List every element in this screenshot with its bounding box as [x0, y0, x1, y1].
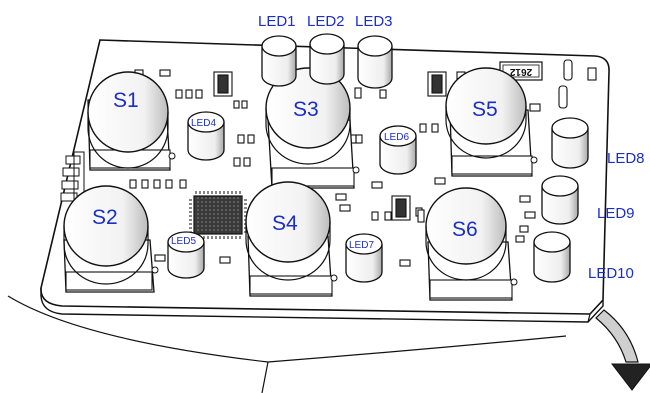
label-led4: LED4 [191, 118, 216, 129]
transistor-packages [213, 71, 447, 221]
label-led10: LED10 [588, 265, 634, 282]
led10-component [533, 231, 571, 283]
label-s3: S3 [293, 98, 319, 121]
label-s2: S2 [92, 206, 118, 229]
led4-component [187, 111, 225, 161]
label-led5: LED5 [171, 236, 196, 247]
led9-component [541, 175, 579, 225]
label-led2: LED2 [307, 13, 345, 30]
led7-component [345, 233, 383, 283]
label-led1: LED1 [258, 13, 296, 30]
led3-component [357, 35, 393, 89]
diodes [417, 59, 597, 223]
microcontroller-chip [189, 191, 247, 239]
label-led7: LED7 [349, 240, 374, 251]
switch-s1 [87, 71, 176, 171]
led5-component [167, 231, 205, 279]
label-s4: S4 [272, 212, 298, 235]
label-led3: LED3 [355, 13, 393, 30]
switch-s5 [445, 67, 538, 177]
rotate-arrow [595, 309, 650, 391]
label-s1: S1 [113, 89, 139, 112]
led8-component [551, 117, 589, 169]
label-led6: LED6 [384, 132, 409, 143]
switch-labels: S1 S2 S3 S4 S5 S6 [92, 89, 498, 241]
switch-s4 [245, 181, 338, 297]
label-s6: S6 [452, 218, 478, 241]
label-s5: S5 [472, 98, 498, 121]
led1-component [261, 35, 297, 87]
label-led9: LED9 [597, 205, 635, 222]
led2-component [309, 33, 345, 85]
callout-lines [7, 295, 567, 393]
switch-s3 [265, 67, 360, 189]
led6-component [379, 125, 417, 175]
led-labels: LED1 LED2 LED3 LED4 LED5 LED6 LED7 LED8 … [171, 13, 645, 282]
switch-s6 [425, 187, 518, 301]
label-led8: LED8 [607, 150, 645, 167]
chip-marking: 2612 [509, 66, 532, 77]
switch-s2 [63, 185, 159, 293]
